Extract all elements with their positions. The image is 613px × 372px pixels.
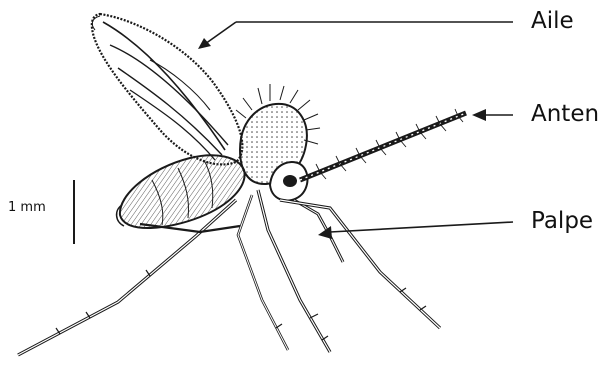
leader-palp bbox=[318, 222, 513, 239]
leader-antenna bbox=[472, 109, 513, 121]
label-palp: Palpe bbox=[531, 210, 593, 233]
scale-bar-label: 1 mm bbox=[8, 200, 46, 215]
arrowhead-icon bbox=[198, 38, 211, 49]
leader-wing bbox=[198, 22, 513, 49]
eye bbox=[283, 175, 297, 187]
abdomen bbox=[117, 155, 245, 228]
antenna bbox=[300, 109, 466, 180]
wing bbox=[92, 14, 243, 164]
label-antenna: Anten bbox=[531, 103, 599, 126]
label-wing: Aile bbox=[531, 10, 574, 33]
legs bbox=[18, 190, 440, 355]
arrowhead-icon bbox=[472, 109, 486, 121]
